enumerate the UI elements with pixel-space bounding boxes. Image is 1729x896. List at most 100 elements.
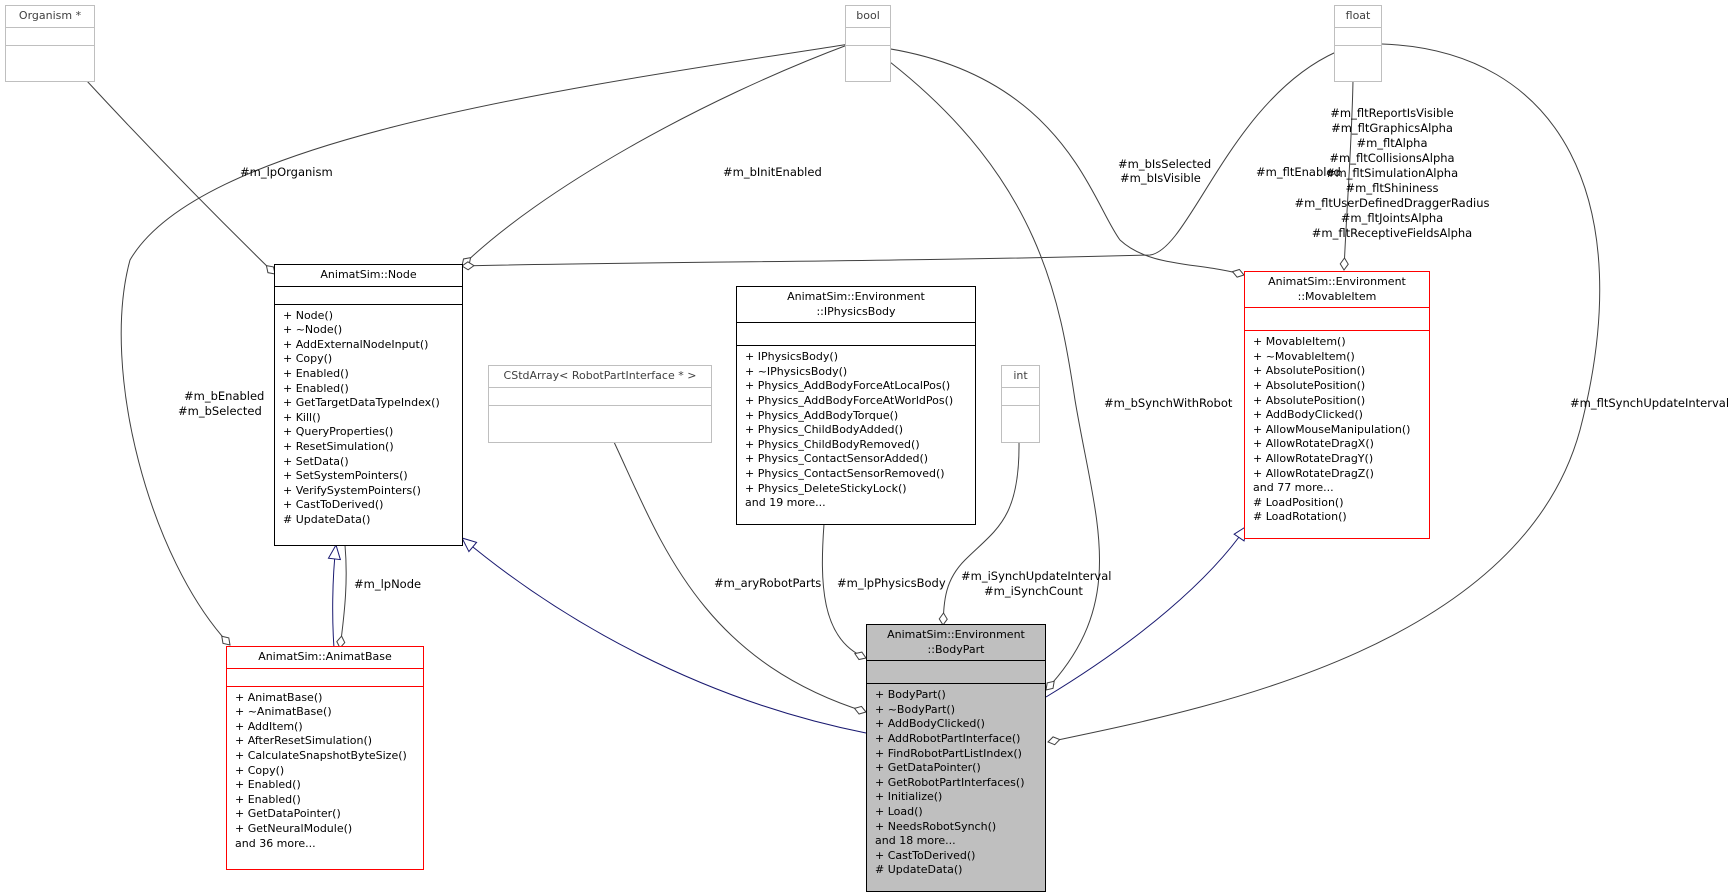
more-items[interactable]: and 36 more... [235, 836, 316, 850]
class-animatsim-node[interactable]: AnimatSim::Node + Node() + ~Node() + Add… [274, 264, 463, 546]
method-item[interactable]: + Enabled() [235, 792, 301, 806]
edge-bool-node-init [461, 43, 851, 267]
method-item[interactable]: + ~AnimatBase() [235, 705, 332, 719]
more-items[interactable]: and 18 more... [875, 834, 956, 848]
class-iphysicsbody[interactable]: AnimatSim::Environment ::IPhysicsBody + … [736, 286, 976, 525]
method-item[interactable]: + CalculateSnapshotByteSize() [235, 748, 407, 762]
method-item[interactable]: + AllowMouseManipulation() [1253, 422, 1411, 436]
method-item[interactable]: + ~IPhysicsBody() [745, 364, 848, 378]
more-items[interactable]: and 77 more... [1253, 481, 1334, 495]
edge-cstdarray-bodypart [613, 441, 867, 715]
method-item[interactable]: + Physics_AddBodyTorque() [745, 408, 899, 422]
class-movableitem[interactable]: AnimatSim::Environment ::MovableItem + M… [1244, 271, 1430, 539]
method-item[interactable]: + FindRobotPartListIndex() [875, 746, 1022, 760]
method-item[interactable]: + AllowRotateDragZ() [1253, 466, 1374, 480]
class-bodypart[interactable]: AnimatSim::Environment ::BodyPart + Body… [866, 624, 1046, 892]
method-item[interactable]: + QueryProperties() [283, 425, 394, 439]
method-item[interactable]: + Enabled() [283, 381, 349, 395]
method-item[interactable]: # UpdateData() [283, 512, 371, 526]
edge-node-animatbase-lpnode [336, 544, 347, 649]
class-animatbase[interactable]: AnimatSim::AnimatBase + AnimatBase() + ~… [226, 646, 424, 870]
attributes-section [489, 386, 711, 405]
more-items[interactable]: and 19 more... [745, 496, 826, 510]
methods-section [489, 404, 711, 423]
method-item[interactable]: + AddBodyClicked() [1253, 408, 1363, 422]
method-item[interactable]: + SetData() [283, 454, 349, 468]
method-item[interactable]: + ~Node() [283, 323, 343, 337]
method-item[interactable]: + MovableItem() [1253, 335, 1346, 349]
method-item[interactable]: + AbsolutePosition() [1253, 393, 1366, 407]
attributes-section [227, 667, 423, 686]
method-item[interactable]: + Physics_ChildBodyRemoved() [745, 437, 920, 451]
method-item[interactable]: + Enabled() [235, 778, 301, 792]
method-item[interactable]: + AfterResetSimulation() [235, 734, 373, 748]
method-item[interactable]: + Enabled() [283, 366, 349, 380]
label-b-is-visible: #m_bIsVisible [1120, 171, 1201, 185]
method-item[interactable]: + AddBodyClicked() [875, 717, 985, 731]
method-item[interactable]: + ~MovableItem() [1253, 349, 1355, 363]
edge-iphysicsbody-bodypart [821, 523, 867, 661]
method-item[interactable]: # LoadRotation() [1253, 510, 1347, 524]
method-item[interactable]: + ~BodyPart() [875, 702, 955, 716]
class-int[interactable]: int [1001, 365, 1040, 443]
class-cstdarray-robotpartinterface[interactable]: CStdArray< RobotPartInterface * > [488, 365, 712, 443]
method-item[interactable]: + Physics_ContactSensorAdded() [745, 452, 929, 466]
label-flt-synch-update-interval: #m_fltSynchUpdateInterval [1570, 396, 1729, 410]
method-item[interactable]: + Physics_ContactSensorRemoved() [745, 466, 945, 480]
attributes-section [6, 26, 94, 45]
method-item[interactable]: + AbsolutePosition() [1253, 364, 1366, 378]
method-item[interactable]: + Load() [875, 804, 923, 818]
edge-animatbase-node-inherit [333, 545, 336, 649]
method-item[interactable]: + CastToDerived() [283, 498, 384, 512]
method-item[interactable]: + Node() [283, 308, 334, 322]
method-item[interactable]: + AddExternalNodeInput() [283, 337, 429, 351]
label-flt-alpha: #m_fltAlpha [1356, 136, 1427, 150]
method-item[interactable]: + Physics_AddBodyForceAtWorldPos() [745, 393, 954, 407]
edge-organism-node [85, 79, 276, 275]
attributes-section [867, 660, 1045, 683]
label-b-enabled: #m_bEnabled [184, 389, 264, 403]
method-item[interactable]: + CastToDerived() [875, 848, 976, 862]
edge-float-node [461, 51, 1337, 271]
method-item[interactable]: + AddItem() [235, 719, 303, 733]
method-item[interactable]: + AddRobotPartInterface() [875, 731, 1021, 745]
label-flt-enabled: #m_fltEnabled [1256, 165, 1341, 179]
methods-section [1335, 44, 1381, 63]
class-title: float [1345, 9, 1371, 22]
method-item[interactable]: + AllowRotateDragY() [1253, 451, 1374, 465]
method-item[interactable]: + GetDataPointer() [235, 807, 341, 821]
method-item[interactable]: # LoadPosition() [1253, 495, 1344, 509]
label-flt-joints-alpha: #m_fltJointsAlpha [1341, 211, 1443, 225]
methods-section [1002, 404, 1039, 423]
method-item[interactable]: + AllowRotateDragX() [1253, 437, 1374, 451]
class-bool[interactable]: bool [845, 5, 891, 82]
label-flt-user-defined-dragger-radius: #m_fltUserDefinedDraggerRadius [1295, 196, 1490, 210]
method-item[interactable]: + GetDataPointer() [875, 761, 981, 775]
method-item[interactable]: + Physics_ChildBodyAdded() [745, 423, 904, 437]
method-item[interactable]: # UpdateData() [875, 863, 963, 877]
method-item[interactable]: + ResetSimulation() [283, 439, 394, 453]
method-item[interactable]: + GetTargetDataTypeIndex() [283, 396, 440, 410]
method-item[interactable]: + Initialize() [875, 790, 943, 804]
method-item[interactable]: + Copy() [283, 352, 333, 366]
method-item[interactable]: + AnimatBase() [235, 690, 323, 704]
method-item[interactable]: + NeedsRobotSynch() [875, 819, 997, 833]
method-item[interactable]: + Physics_AddBodyForceAtLocalPos() [745, 379, 951, 393]
method-item[interactable]: + GetRobotPartInterfaces() [875, 775, 1025, 789]
attributes-section [275, 285, 462, 304]
method-item[interactable]: + Physics_DeleteStickyLock() [745, 481, 907, 495]
method-item[interactable]: + Kill() [283, 410, 321, 424]
class-title: AnimatSim::Node [320, 268, 417, 281]
method-item[interactable]: + GetNeuralModule() [235, 821, 353, 835]
class-organism-pointer[interactable]: Organism * [5, 5, 95, 82]
edge-bool-movableitem [849, 43, 1245, 278]
method-item[interactable]: + BodyPart() [875, 688, 946, 702]
method-item[interactable]: + Copy() [235, 763, 285, 777]
method-item[interactable]: + IPhysicsBody() [745, 350, 838, 364]
method-item[interactable]: + AbsolutePosition() [1253, 378, 1366, 392]
method-item[interactable]: + SetSystemPointers() [283, 469, 408, 483]
class-float[interactable]: float [1334, 5, 1382, 82]
method-item[interactable]: + VerifySystemPointers() [283, 483, 421, 497]
edge-bool-animatbase [120, 43, 851, 646]
